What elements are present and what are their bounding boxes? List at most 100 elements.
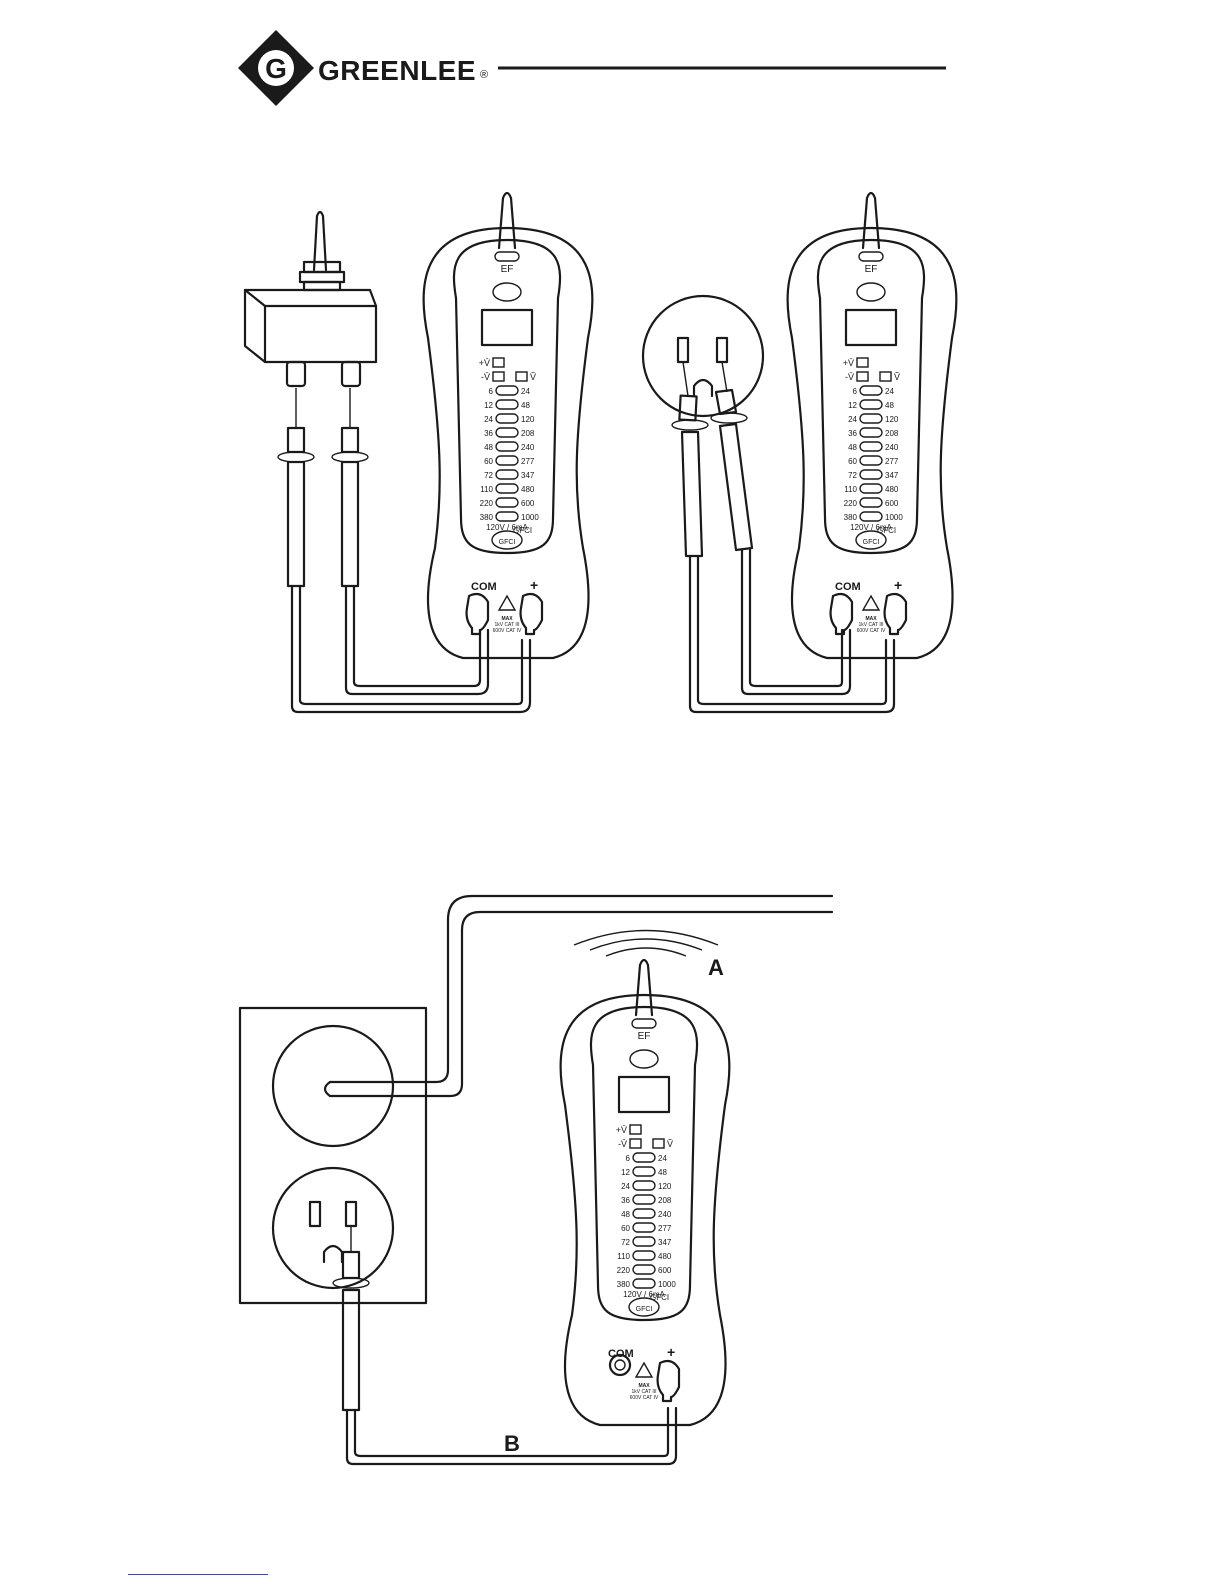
brand-header: G GREENLEE ® <box>238 30 946 106</box>
svg-text:12: 12 <box>484 401 493 410</box>
gfci-small-label: GFCI <box>513 526 532 535</box>
plus-dc-label: +V̄ <box>616 1125 627 1135</box>
svg-text:480: 480 <box>521 485 535 494</box>
svg-text:6: 6 <box>626 1154 631 1163</box>
ef-label: EF <box>865 264 878 275</box>
svg-text:6: 6 <box>853 387 858 396</box>
svg-text:48: 48 <box>621 1210 630 1219</box>
svg-text:380: 380 <box>480 513 494 522</box>
range-labels-right: 24 48 120 208 240 277 347 480 600 1000 <box>658 1154 676 1289</box>
svg-text:120: 120 <box>658 1182 672 1191</box>
footer-link-underline <box>128 1574 268 1575</box>
svg-text:60: 60 <box>484 457 493 466</box>
callout-a: A <box>708 955 724 980</box>
svg-text:1kV CAT III: 1kV CAT III <box>631 1389 656 1395</box>
svg-text:600V CAT IV: 600V CAT IV <box>630 1395 659 1401</box>
test-probe-right <box>331 388 490 696</box>
minus-dc-label: -V̄ <box>845 372 854 382</box>
svg-text:380: 380 <box>844 513 858 522</box>
svg-text:1kV CAT III: 1kV CAT III <box>494 622 519 628</box>
com-jack-icon <box>608 1353 632 1377</box>
svg-text:600: 600 <box>658 1266 672 1275</box>
com-label: COM <box>471 581 497 593</box>
ac-label: Ṽ <box>667 1139 673 1149</box>
figure-switch-test: EF +V̄ -V̄ Ṽ 6 12 24 36 48 60 72 110 220… <box>243 191 594 714</box>
voltage-tester: EF +V̄ -V̄ Ṽ 6 12 24 36 48 60 72 110 220… <box>786 191 958 660</box>
voltage-tester: EF +V̄ -V̄ Ṽ 6 12 24 36 48 60 72 110 220… <box>559 958 731 1427</box>
svg-text:60: 60 <box>848 457 857 466</box>
svg-text:1000: 1000 <box>885 513 903 522</box>
minus-dc-label: -V̄ <box>481 372 490 382</box>
ef-label: EF <box>501 264 514 275</box>
ac-label: Ṽ <box>894 372 900 382</box>
svg-text:MAX: MAX <box>638 1383 650 1389</box>
svg-text:12: 12 <box>848 401 857 410</box>
test-probe-left <box>671 361 896 714</box>
range-labels-left: 6 12 24 36 48 60 72 110 220 380 <box>844 387 858 522</box>
svg-text:277: 277 <box>885 457 899 466</box>
ac-label: Ṽ <box>530 372 536 382</box>
range-labels-right: 24 48 120 208 240 277 347 480 600 1000 <box>521 387 539 522</box>
svg-text:48: 48 <box>658 1168 667 1177</box>
voltage-tester: EF +V̄ -V̄ Ṽ 6 12 24 36 48 60 72 110 220… <box>422 191 594 660</box>
svg-text:480: 480 <box>885 485 899 494</box>
svg-text:12: 12 <box>621 1168 630 1177</box>
svg-text:120: 120 <box>521 415 535 424</box>
svg-text:120: 120 <box>885 415 899 424</box>
svg-text:48: 48 <box>885 401 894 410</box>
gfci-button-label: GFCI <box>499 539 516 546</box>
svg-text:1000: 1000 <box>521 513 539 522</box>
svg-text:72: 72 <box>621 1238 630 1247</box>
svg-text:347: 347 <box>658 1238 672 1247</box>
svg-text:24: 24 <box>848 415 857 424</box>
gfci-rating: 120V / 6mA <box>850 523 892 532</box>
svg-text:240: 240 <box>658 1210 672 1219</box>
range-labels-left: 6 12 24 36 48 60 72 110 220 380 <box>480 387 494 522</box>
test-probe-left <box>277 388 532 714</box>
svg-text:220: 220 <box>617 1266 631 1275</box>
test-probe <box>332 1226 678 1466</box>
svg-text:MAX: MAX <box>865 616 877 622</box>
figure-cord-test: A B EF +V̄ -V̄ Ṽ 6 12 24 36 48 60 72 <box>238 894 834 1466</box>
svg-text:240: 240 <box>885 443 899 452</box>
svg-text:220: 220 <box>844 499 858 508</box>
gfci-rating: 120V / 6mA <box>486 523 528 532</box>
com-plug-icon <box>465 592 490 636</box>
svg-text:36: 36 <box>621 1196 630 1205</box>
svg-text:347: 347 <box>521 471 535 480</box>
com-label: COM <box>835 581 861 593</box>
duplex-outlet-icon <box>238 1006 428 1305</box>
callout-b: B <box>504 1431 520 1456</box>
svg-text:48: 48 <box>521 401 530 410</box>
svg-text:48: 48 <box>848 443 857 452</box>
greenlee-logo-icon: G <box>238 30 314 106</box>
svg-text:72: 72 <box>484 471 493 480</box>
svg-text:277: 277 <box>658 1224 672 1233</box>
figure-outlet-test: EF +V̄ -V̄ Ṽ 6 12 24 36 48 60 72 110 220… <box>641 191 958 714</box>
svg-text:480: 480 <box>658 1252 672 1261</box>
svg-text:6: 6 <box>489 387 494 396</box>
gfci-button-label: GFCI <box>636 1306 653 1313</box>
svg-text:48: 48 <box>484 443 493 452</box>
brand-name: GREENLEE <box>318 55 476 86</box>
svg-text:208: 208 <box>521 429 535 438</box>
svg-text:110: 110 <box>617 1252 630 1261</box>
plus-terminal-label: + <box>894 577 902 593</box>
svg-text:1kV CAT III: 1kV CAT III <box>858 622 883 628</box>
svg-text:110: 110 <box>480 485 493 494</box>
logo-letter: G <box>265 53 287 84</box>
svg-text:240: 240 <box>521 443 535 452</box>
svg-text:208: 208 <box>885 429 899 438</box>
range-labels-left: 6 12 24 36 48 60 72 110 220 380 <box>617 1154 631 1289</box>
power-cord <box>323 894 834 1098</box>
svg-text:600: 600 <box>521 499 535 508</box>
ef-label: EF <box>638 1031 651 1042</box>
svg-text:208: 208 <box>658 1196 672 1205</box>
registered-mark: ® <box>480 69 488 81</box>
test-probe-right <box>710 361 852 696</box>
plus-dc-label: +V̄ <box>843 358 854 368</box>
svg-text:24: 24 <box>521 387 530 396</box>
svg-text:1000: 1000 <box>658 1280 676 1289</box>
gfci-button-label: GFCI <box>863 539 880 546</box>
